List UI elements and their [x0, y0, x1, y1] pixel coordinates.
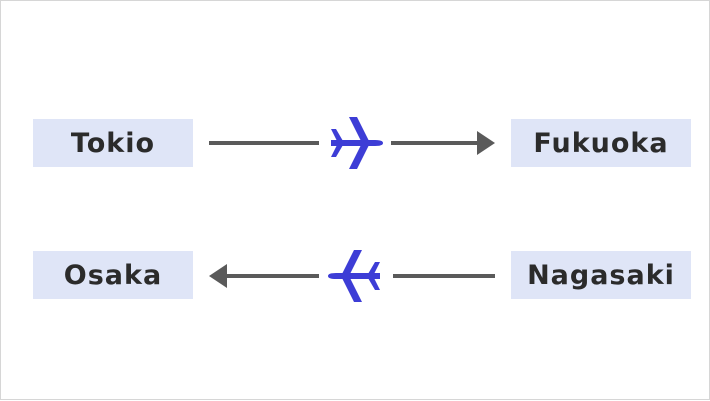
route-2-connector	[209, 250, 495, 302]
airplane-icon	[328, 250, 380, 302]
route-1-connector	[209, 117, 495, 169]
city-box-tokio: Tokio	[33, 119, 193, 167]
city-box-nagasaki: Nagasaki	[511, 251, 691, 299]
city-box-osaka: Osaka	[33, 251, 193, 299]
route-1-arrowhead	[477, 131, 495, 155]
airplane-icon	[331, 117, 383, 169]
route-2-arrowhead	[209, 264, 227, 288]
city-box-fukuoka: Fukuoka	[511, 119, 691, 167]
